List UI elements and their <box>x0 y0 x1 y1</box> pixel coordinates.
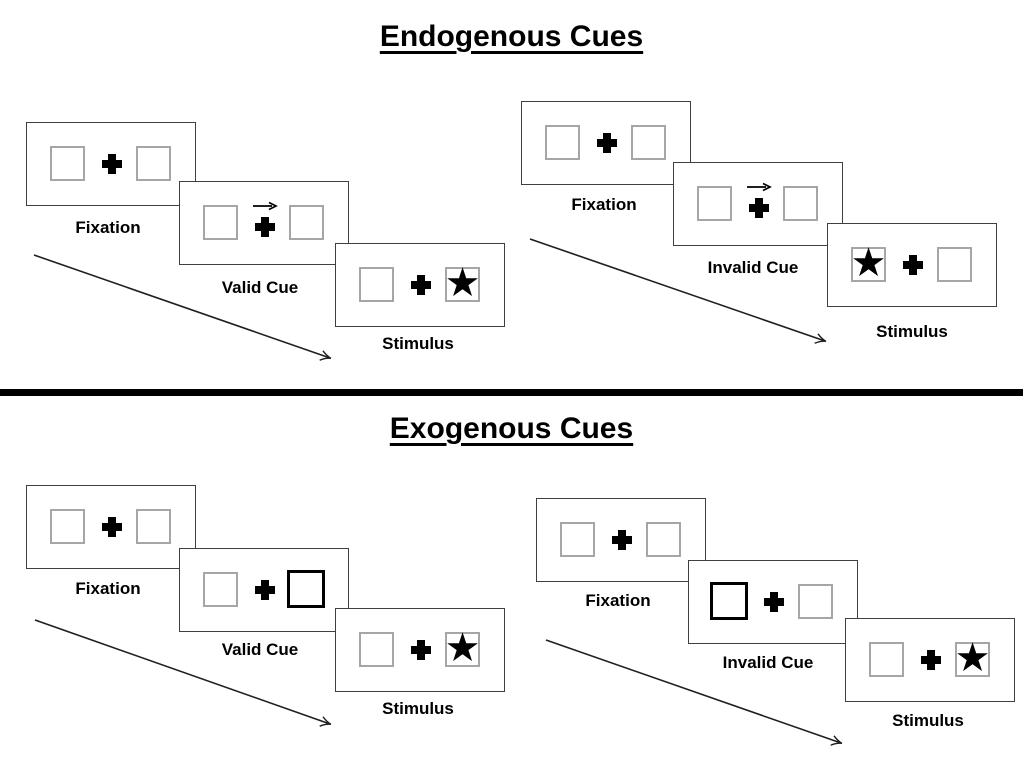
right-box <box>783 186 818 221</box>
left-box <box>560 522 595 557</box>
exogenous-section-title: Exogenous Cues <box>389 412 634 445</box>
right-box <box>631 125 666 160</box>
right-box <box>937 247 972 282</box>
timeline-arrow-endogenous-valid <box>33 254 332 361</box>
frame-label: Fixation <box>75 218 141 237</box>
right-box: ★ <box>444 260 481 306</box>
stimulus-panel: ★ <box>845 618 1015 702</box>
fixation-panel <box>26 122 196 206</box>
timeline-arrow-exogenous-valid <box>34 619 332 727</box>
fixation-cross-icon <box>255 580 275 600</box>
fixation-cross-icon <box>102 154 122 174</box>
frame-label: Invalid Cue <box>707 258 799 277</box>
frame-label: Fixation <box>585 591 651 610</box>
right-box: ★ <box>444 625 481 671</box>
endogenous-section-title: Endogenous Cues <box>379 20 644 53</box>
left-box <box>203 205 238 240</box>
left-box <box>359 632 394 667</box>
left-box <box>869 642 904 677</box>
highlighted-cue-box <box>287 570 325 608</box>
fixation-cross-icon <box>411 275 431 295</box>
frame-label: Invalid Cue <box>722 653 814 672</box>
fixation-cross-icon <box>102 517 122 537</box>
cue-arrow-icon <box>747 182 772 192</box>
right-box <box>136 509 171 544</box>
fixation-panel <box>536 498 706 582</box>
frame-label: Fixation <box>75 579 141 598</box>
fixation-cross-icon <box>255 217 275 237</box>
right-box: ★ <box>954 635 991 681</box>
frame-label: Valid Cue <box>221 278 299 297</box>
frame-label: Stimulus <box>382 699 454 718</box>
fixation-panel <box>26 485 196 569</box>
left-box <box>203 572 238 607</box>
fixation-cross-icon <box>411 640 431 660</box>
stimulus-panel: ★ <box>335 243 505 327</box>
invalid-cue-panel <box>673 162 843 246</box>
fixation-panel <box>521 101 691 185</box>
frame-label: Stimulus <box>876 322 948 341</box>
left-box <box>50 146 85 181</box>
left-box <box>359 267 394 302</box>
timeline-arrow-exogenous-invalid <box>545 639 843 746</box>
invalid-cue-panel <box>688 560 858 644</box>
fixation-cross-icon <box>921 650 941 670</box>
right-box <box>798 584 833 619</box>
star-icon: ★ <box>954 635 991 681</box>
left-box <box>697 186 732 221</box>
fixation-cross-icon <box>749 198 769 218</box>
star-icon: ★ <box>444 625 481 671</box>
fixation-cross-icon <box>903 255 923 275</box>
frame-label: Valid Cue <box>221 640 299 659</box>
stimulus-panel: ★ <box>827 223 997 307</box>
highlighted-cue-box <box>710 582 748 620</box>
timeline-arrow-endogenous-invalid <box>529 238 827 344</box>
left-box <box>50 509 85 544</box>
stimulus-panel: ★ <box>335 608 505 692</box>
right-box <box>136 146 171 181</box>
cue-arrow-icon <box>253 201 278 211</box>
fixation-cross-icon <box>764 592 784 612</box>
frame-label: Stimulus <box>892 711 964 730</box>
valid-cue-panel <box>179 548 349 632</box>
left-box: ★ <box>850 240 887 286</box>
right-box <box>289 205 324 240</box>
right-box <box>646 522 681 557</box>
star-icon: ★ <box>850 240 887 286</box>
frame-label: Stimulus <box>382 334 454 353</box>
section-divider <box>0 389 1023 396</box>
frame-label: Fixation <box>571 195 637 214</box>
valid-cue-panel <box>179 181 349 265</box>
fixation-cross-icon <box>597 133 617 153</box>
fixation-cross-icon <box>612 530 632 550</box>
star-icon: ★ <box>444 260 481 306</box>
left-box <box>545 125 580 160</box>
